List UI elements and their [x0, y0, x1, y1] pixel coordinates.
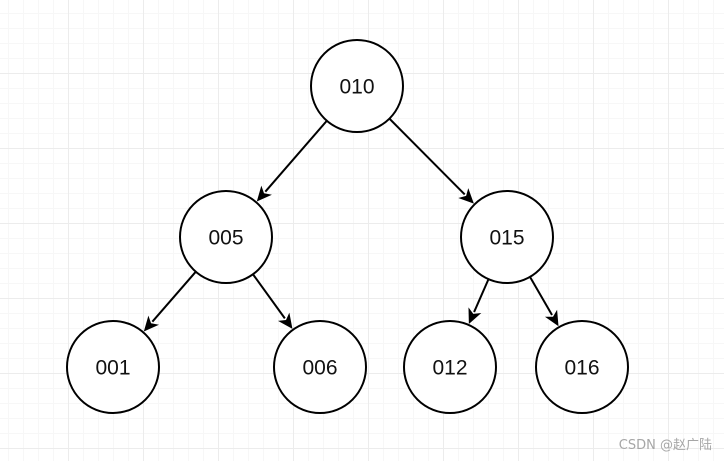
tree-node-016: 016	[535, 320, 629, 414]
node-circle	[535, 320, 629, 414]
edge-line	[264, 120, 328, 193]
tree-node-001: 001	[66, 320, 160, 414]
edge-arrow-010-005	[256, 120, 328, 202]
edge-arrow-015-012	[468, 278, 490, 324]
node-circle	[460, 190, 554, 284]
node-circle	[66, 320, 160, 414]
edge-line	[388, 117, 466, 196]
tree-node-010: 010	[310, 39, 404, 133]
node-label: 001	[95, 357, 130, 380]
node-label: 012	[432, 357, 467, 380]
edge-arrow-010-015	[388, 117, 474, 204]
node-label: 010	[339, 76, 374, 99]
node-circle	[310, 39, 404, 133]
edge-arrow-005-001	[143, 271, 197, 332]
edges-layer	[143, 117, 559, 332]
node-circle	[273, 320, 367, 414]
nodes-layer: 010 005 015 001 006 012 016	[66, 39, 629, 414]
arrowhead-icon	[256, 185, 272, 202]
node-label: 005	[208, 227, 243, 250]
tree-node-012: 012	[403, 320, 497, 414]
edge-arrow-005-006	[252, 273, 293, 329]
edge-line	[252, 273, 286, 319]
node-label: 006	[302, 357, 337, 380]
edge-line	[529, 276, 553, 316]
arrowhead-icon	[277, 312, 293, 329]
arrowhead-icon	[468, 307, 482, 324]
arrowhead-icon	[544, 309, 559, 327]
node-circle	[403, 320, 497, 414]
arrowhead-icon	[143, 315, 159, 332]
watermark-text: CSDN @赵广陆	[618, 438, 712, 453]
edge-line	[151, 271, 197, 323]
tree-node-015: 015	[460, 190, 554, 284]
tree-node-006: 006	[273, 320, 367, 414]
node-label: 016	[564, 357, 599, 380]
tree-node-005: 005	[179, 190, 273, 284]
node-label: 015	[489, 227, 524, 250]
edge-line	[473, 278, 490, 313]
edge-arrow-015-016	[529, 276, 559, 327]
node-circle	[179, 190, 273, 284]
arrowhead-icon	[458, 188, 474, 204]
